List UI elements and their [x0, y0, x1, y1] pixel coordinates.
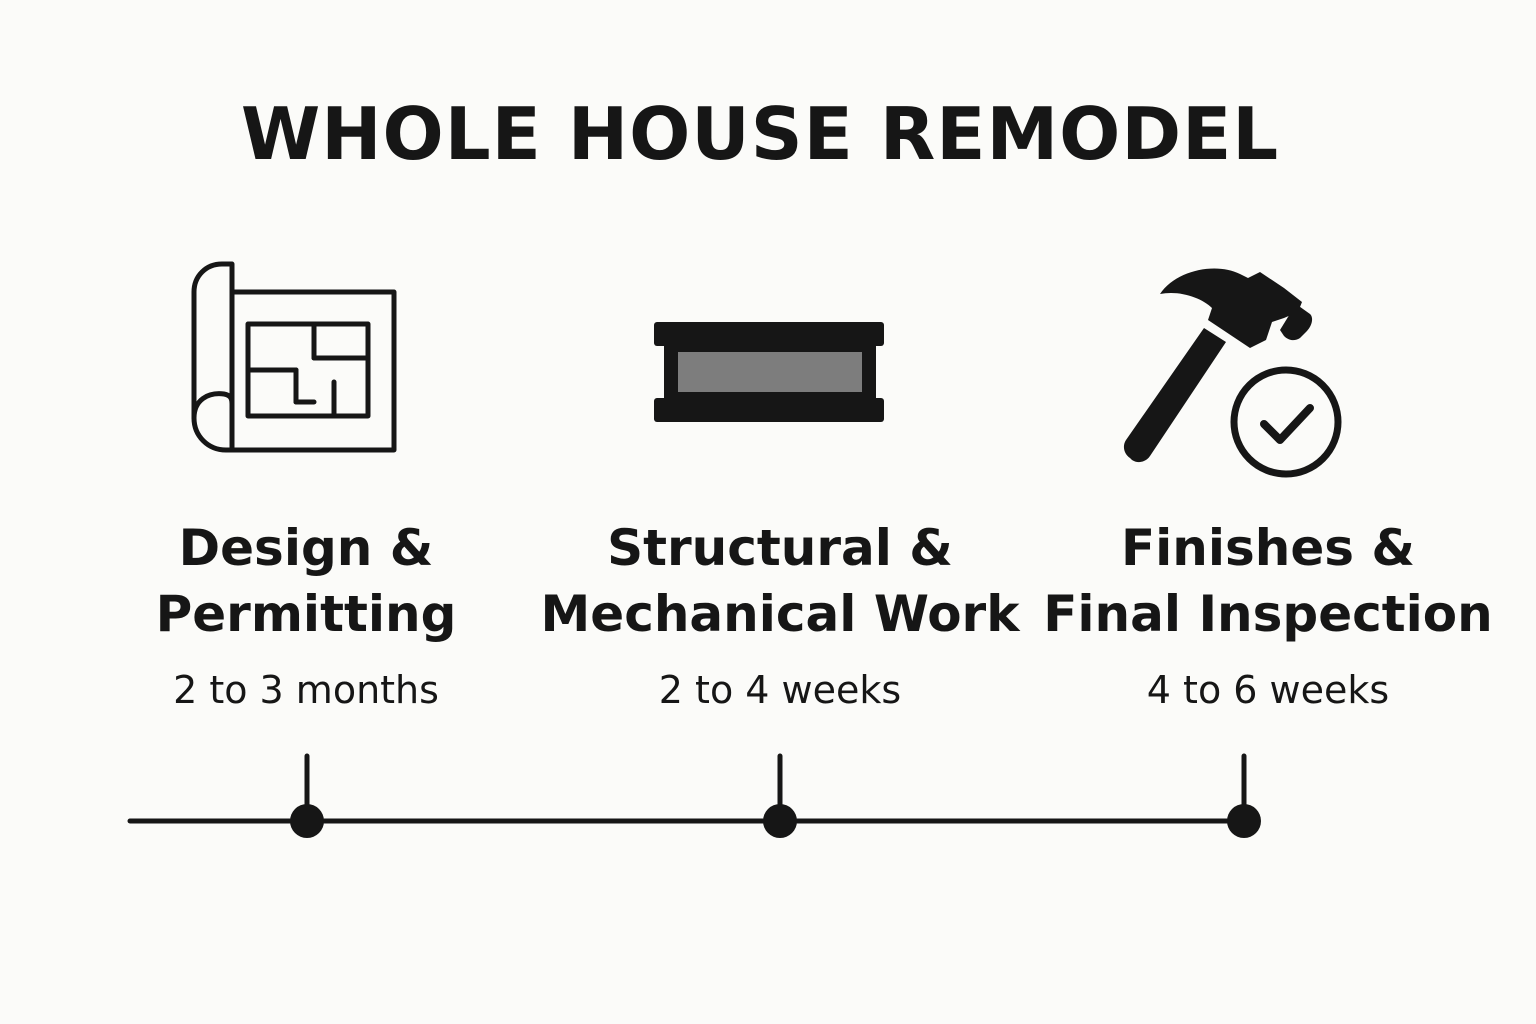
stage-duration-structural: 2 to 4 weeks [658, 668, 902, 712]
stage-title-finishes-line2: Final Inspection [1043, 585, 1493, 643]
stage-title-structural-line2: Mechanical Work [540, 585, 1020, 643]
stage-title-finishes-line1: Finishes & [1120, 519, 1416, 577]
timeline-marker-structural [763, 753, 797, 838]
diagram-title: WHOLE HOUSE REMODEL [240, 92, 1280, 176]
timeline-marker-finishes [1227, 753, 1261, 838]
timeline-marker-design [290, 753, 324, 838]
hammer-check-icon [1123, 268, 1342, 478]
stage-duration-design: 2 to 3 months [173, 668, 439, 712]
timeline [127, 753, 1261, 838]
steel-beam-icon [654, 322, 884, 422]
stage-title-design-line1: Design & [178, 519, 434, 577]
blueprint-icon [191, 261, 397, 453]
stage-title-design-line2: Permitting [155, 585, 457, 643]
stage-duration-finishes: 4 to 6 weeks [1146, 668, 1390, 712]
stage-title-structural-line1: Structural & [607, 519, 953, 577]
